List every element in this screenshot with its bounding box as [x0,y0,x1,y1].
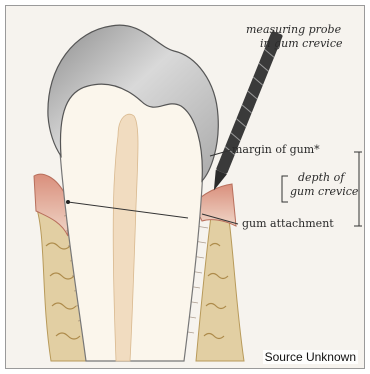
illustration-frame: measuring probe in gum crevice margin of… [5,5,365,369]
label-probe-line1: measuring probe [246,24,341,36]
measuring-probe [208,31,283,193]
label-gum-attachment: gum attachment [242,218,334,230]
source-credit: Source Unknown [263,350,358,364]
label-margin-of-gum: margin of gum* [232,144,320,156]
label-depth-line2: gum crevice [290,186,358,198]
label-probe-line2: in gum crevice [260,38,342,50]
label-depth-line1: depth of [298,172,344,184]
